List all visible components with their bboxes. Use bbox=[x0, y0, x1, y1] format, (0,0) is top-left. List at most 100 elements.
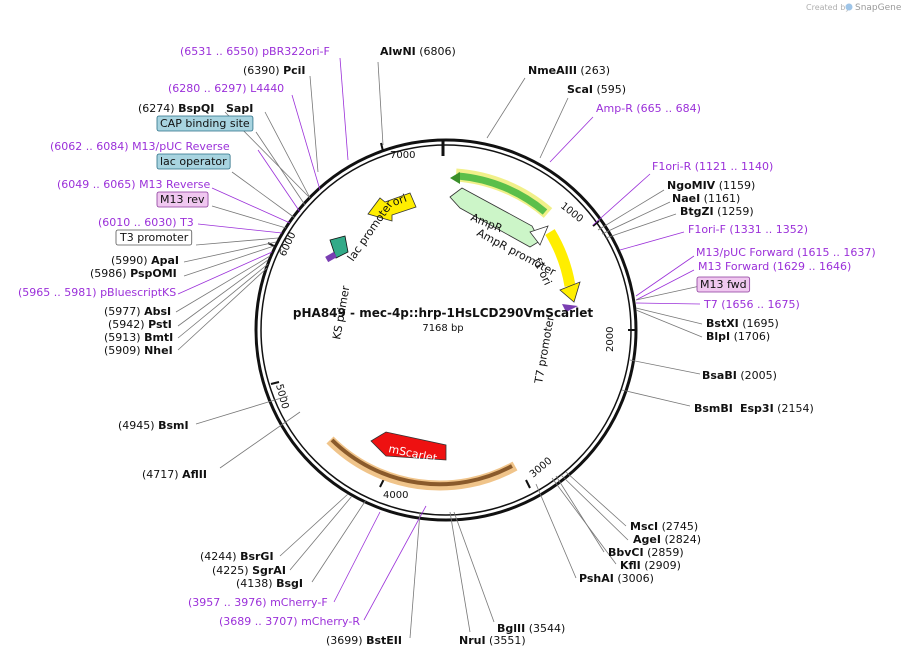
site-label-blpi[interactable]: BlpI (1706) bbox=[706, 330, 770, 343]
site-label-bspqi[interactable]: (6274) BspQI bbox=[138, 102, 214, 115]
site-label-msci[interactable]: MscI (2745) bbox=[630, 520, 698, 533]
leader-line bbox=[195, 237, 279, 246]
ampr-arc-arrowhead bbox=[450, 172, 460, 184]
leader-line bbox=[559, 473, 629, 541]
site-label-m13-puc-reverse[interactable]: (6062 .. 6084) M13/pUC Reverse bbox=[50, 140, 230, 153]
leader-line bbox=[289, 495, 353, 571]
primer-cluster-mark bbox=[325, 251, 337, 263]
tick-label-4000: 4000 bbox=[383, 490, 408, 501]
leader-line bbox=[309, 75, 319, 173]
site-label-absi[interactable]: (5977) AbsI bbox=[104, 305, 171, 318]
site-label-l4440[interactable]: (6280 .. 6297) L4440 bbox=[168, 82, 284, 95]
leader-line bbox=[629, 359, 701, 375]
leader-line bbox=[449, 511, 471, 633]
site-label-naei[interactable]: NaeI (1161) bbox=[672, 192, 740, 205]
site-label-apai[interactable]: (5990) ApaI bbox=[111, 254, 179, 267]
site-label-btgzi[interactable]: BtgZI (1259) bbox=[680, 205, 754, 218]
site-label-mcherry-f[interactable]: (3957 .. 3976) mCherry-F bbox=[188, 596, 328, 609]
leader-line bbox=[549, 116, 594, 163]
tick-label-3000: 3000 bbox=[528, 456, 555, 481]
site-label-bmti[interactable]: (5913) BmtI bbox=[104, 331, 173, 344]
site-label-esp3i[interactable]: Esp3I (2154) bbox=[740, 402, 814, 415]
leader-line bbox=[363, 505, 427, 621]
site-label-alwni[interactable]: AlwNI (6806) bbox=[380, 45, 456, 58]
leader-line bbox=[601, 201, 671, 235]
leader-line bbox=[597, 189, 665, 231]
leader-line bbox=[264, 111, 311, 199]
site-label-agei[interactable]: AgeI (2824) bbox=[633, 533, 701, 546]
leader-line bbox=[539, 97, 569, 159]
site-label-pbluescriptks[interactable]: (5965 .. 5981) pBluescriptKS bbox=[18, 286, 176, 299]
site-label-bsmi[interactable]: (4945) BsmI bbox=[118, 419, 189, 432]
site-label-psti[interactable]: (5942) PstI bbox=[108, 318, 172, 331]
site-label-scai[interactable]: ScaI (595) bbox=[567, 83, 626, 96]
site-label-f1ori-f[interactable]: F1ori-F (1331 .. 1352) bbox=[688, 223, 808, 236]
leader-line bbox=[453, 511, 495, 623]
site-label-sgrai[interactable]: (4225) SgrAI bbox=[212, 564, 286, 577]
leader-line bbox=[183, 245, 275, 277]
site-label-t3[interactable]: (6010 .. 6030) T3 bbox=[98, 216, 194, 229]
leader-line bbox=[211, 205, 287, 229]
site-label-pcii[interactable]: (6390) PciI bbox=[243, 64, 306, 77]
leader-line bbox=[211, 187, 291, 224]
leader-line bbox=[177, 259, 269, 327]
site-label-bsrgi[interactable]: (4244) BsrGI bbox=[200, 550, 274, 563]
site-label-mcherry-r[interactable]: (3689 .. 3707) mCherry-R bbox=[219, 615, 360, 628]
feature-box bbox=[156, 115, 254, 132]
leader-line bbox=[195, 395, 289, 425]
leader-line bbox=[551, 477, 617, 565]
leader-line bbox=[311, 499, 367, 583]
feature-box bbox=[696, 276, 751, 293]
site-label-t7[interactable]: T7 (1656 .. 1675) bbox=[703, 298, 800, 311]
ori-label: ori bbox=[391, 192, 409, 209]
brand-text: SnapGene bbox=[855, 3, 902, 13]
site-label-pbr322ori-f[interactable]: (6531 .. 6550) pBR322ori-F bbox=[180, 45, 330, 58]
site-label-bsgi[interactable]: (4138) BsgI bbox=[236, 577, 303, 590]
site-label-t3-promoter[interactable]: T3 promoter bbox=[119, 231, 189, 244]
site-label-m13-fwd[interactable]: M13 fwd bbox=[700, 278, 747, 291]
leader-line bbox=[197, 223, 283, 234]
mscarlet-feature bbox=[370, 431, 447, 461]
t7-promoter-mark bbox=[562, 304, 578, 312]
site-label-nrui[interactable]: NruI (3551) bbox=[459, 634, 526, 647]
t7-promoter-label: T7 promoter bbox=[532, 315, 557, 386]
site-label-m13-puc-forward[interactable]: M13/pUC Forward (1615 .. 1637) bbox=[696, 246, 876, 259]
leader-line bbox=[257, 149, 301, 213]
snapgene-logo-icon bbox=[845, 3, 853, 11]
feature-box bbox=[156, 153, 231, 170]
site-label-nhei[interactable]: (5909) NheI bbox=[104, 344, 173, 357]
site-label-aflii[interactable]: (4717) AflII bbox=[142, 468, 207, 481]
leader-line bbox=[635, 302, 701, 305]
site-label-pspomi[interactable]: (5986) PspOMI bbox=[90, 267, 177, 280]
site-label-m13-forward[interactable]: M13 Forward (1629 .. 1646) bbox=[698, 260, 851, 273]
site-labels: (6531 .. 6550) pBR322ori-F AlwNI (6806) (6… bbox=[18, 45, 876, 647]
site-label-lac-operator[interactable]: lac operator bbox=[160, 155, 227, 168]
site-label-bsmbi[interactable]: BsmBI bbox=[694, 402, 733, 415]
site-label-sapi[interactable]: SapI bbox=[226, 102, 253, 115]
site-label-bbvci[interactable]: BbvCI (2859) bbox=[608, 546, 684, 559]
site-label-cap-binding-site[interactable]: CAP binding site bbox=[160, 117, 250, 130]
site-label-pshai[interactable]: PshAI (3006) bbox=[579, 572, 654, 585]
feature-box bbox=[156, 191, 209, 208]
site-label-amp-r[interactable]: Amp-R (665 .. 684) bbox=[596, 102, 701, 115]
site-label-bglii[interactable]: BglII (3544) bbox=[497, 622, 565, 635]
site-label-m13-rev[interactable]: M13 rev bbox=[160, 193, 205, 206]
site-label-kfli[interactable]: KflI (2909) bbox=[620, 559, 681, 572]
leader-line bbox=[565, 471, 627, 527]
site-label-ngomiv[interactable]: NgoMIV (1159) bbox=[667, 179, 755, 192]
leader-line bbox=[177, 263, 269, 339]
ampr-feature-tip bbox=[529, 225, 549, 246]
tick-label-2000: 2000 bbox=[605, 327, 616, 352]
site-label-bsabi[interactable]: BsaBI (2005) bbox=[702, 369, 777, 382]
site-label-f1ori-r[interactable]: F1ori-R (1121 .. 1140) bbox=[652, 160, 773, 173]
leader-line bbox=[535, 483, 577, 579]
site-label-m13-reverse[interactable]: (6049 .. 6065) M13 Reverse bbox=[57, 178, 210, 191]
site-label-bstxi[interactable]: BstXI (1695) bbox=[706, 317, 779, 330]
leader-line bbox=[183, 241, 277, 263]
leader-line bbox=[621, 389, 691, 407]
leader-line bbox=[177, 251, 273, 295]
leader-line bbox=[339, 57, 349, 161]
leader-line bbox=[635, 307, 703, 325]
site-label-bsteii[interactable]: (3699) BstEII bbox=[326, 634, 402, 647]
site-label-nmeaiii[interactable]: NmeAIII (263) bbox=[528, 64, 610, 77]
